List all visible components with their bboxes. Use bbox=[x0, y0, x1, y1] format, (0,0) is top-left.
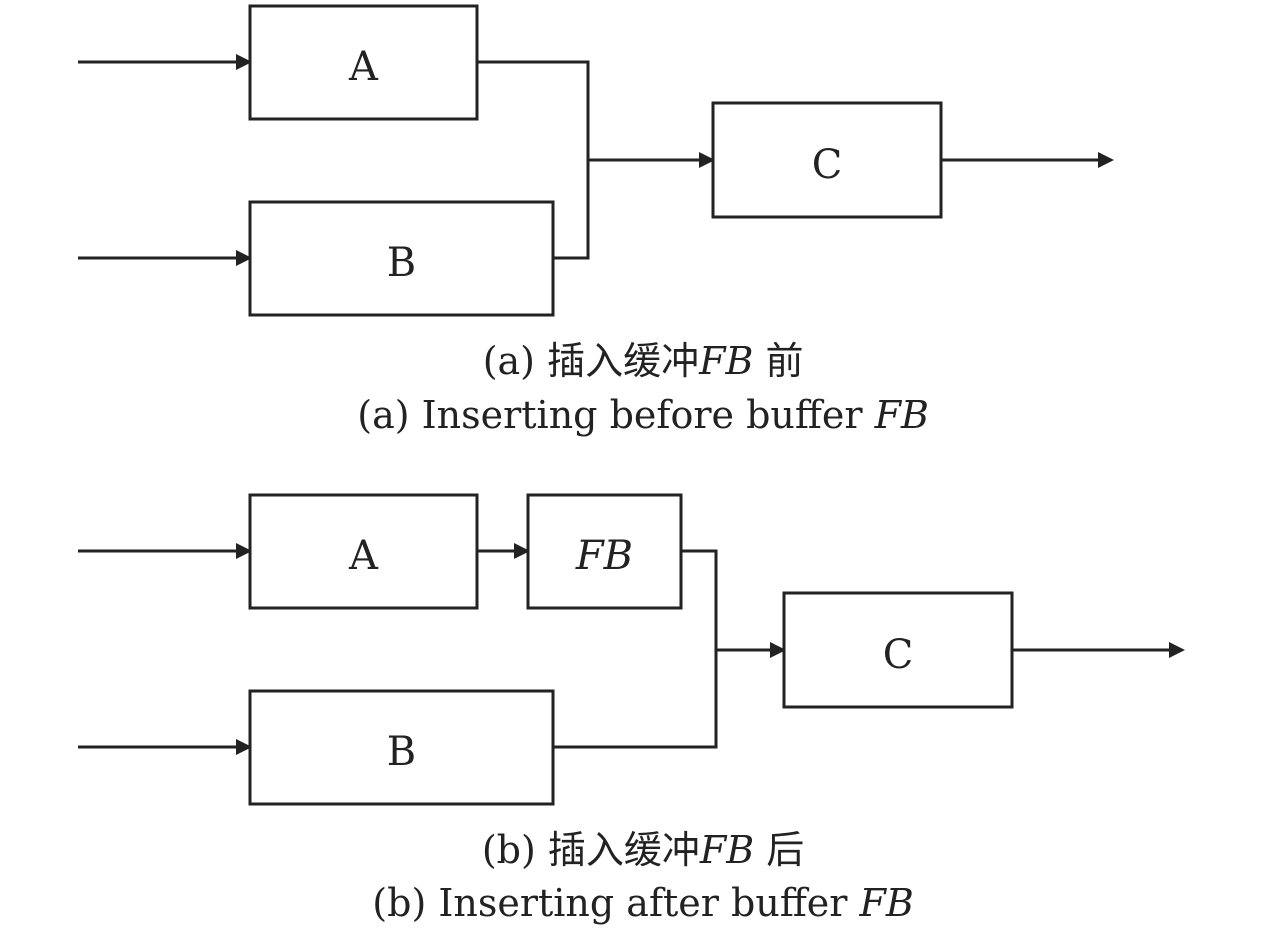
panel-a-input-arrow-b bbox=[78, 250, 252, 266]
panel-b-connector-b bbox=[553, 650, 718, 749]
panel-b-arrow-a-to-fb bbox=[477, 543, 530, 559]
panel-a-caption-en-italic: FB bbox=[874, 393, 929, 437]
panel-b-input-arrow-b bbox=[78, 739, 252, 755]
panel-b-output-arrow bbox=[1012, 642, 1185, 658]
panel-a-block-a bbox=[248, 4, 479, 121]
panel-a-block-c-label: C bbox=[812, 142, 843, 188]
panel-b-caption-cn-prefix: (b) 插入缓冲 bbox=[482, 828, 700, 872]
panel-b-block-a-label: A bbox=[348, 533, 379, 579]
panel-b-block-c bbox=[782, 591, 1014, 709]
panel-b: A FB B C (b) 插入缓冲FB 后 bbox=[78, 493, 1185, 925]
panel-a: A B C (a) 插入缓冲FB 前 (a) Inserting before … bbox=[78, 4, 1114, 437]
panel-a-connector-b bbox=[553, 160, 590, 260]
panel-b-caption-en-prefix: (b) Inserting after buffer bbox=[372, 881, 859, 925]
panel-b-caption-cn-suffix: 后 bbox=[754, 828, 804, 872]
panel-b-block-a bbox=[248, 493, 479, 610]
panel-b-block-c-label: C bbox=[883, 632, 914, 678]
panel-b-block-fb bbox=[526, 493, 683, 610]
panel-b-caption-en: (b) Inserting after buffer FB bbox=[288, 881, 975, 925]
panel-b-arrow-to-c bbox=[716, 642, 786, 658]
panel-b-input-arrow-a bbox=[78, 543, 252, 559]
panel-b-block-b bbox=[248, 689, 555, 806]
panel-a-caption-cn-prefix: (a) 插入缓冲 bbox=[483, 339, 699, 383]
panel-a-input-arrow-a bbox=[78, 54, 252, 70]
panel-a-connector-a bbox=[477, 60, 590, 160]
panel-a-output-arrow bbox=[941, 152, 1114, 168]
panel-a-caption-en-prefix: (a) Inserting before buffer bbox=[357, 393, 874, 437]
panel-b-block-fb-label: FB bbox=[575, 533, 633, 579]
panel-a-block-b bbox=[248, 200, 555, 317]
panel-a-caption-cn-suffix: 前 bbox=[753, 339, 803, 383]
panel-a-caption-cn-italic: FB bbox=[698, 339, 753, 383]
panel-b-block-b-label: B bbox=[387, 729, 416, 775]
panel-b-caption-en-italic: FB bbox=[859, 881, 914, 925]
panel-a-arrow-to-c bbox=[588, 152, 715, 168]
panel-b-caption-cn: (b) 插入缓冲FB 后 bbox=[397, 828, 864, 872]
panel-a-block-a-label: A bbox=[348, 44, 379, 90]
panel-a-caption-cn: (a) 插入缓冲FB 前 bbox=[398, 339, 864, 383]
panel-a-caption-en: (a) Inserting before buffer FB bbox=[273, 393, 990, 437]
panel-b-caption-cn-italic: FB bbox=[699, 828, 754, 872]
panel-a-block-b-label: B bbox=[387, 240, 416, 286]
panel-b-connector-fb bbox=[681, 549, 718, 650]
